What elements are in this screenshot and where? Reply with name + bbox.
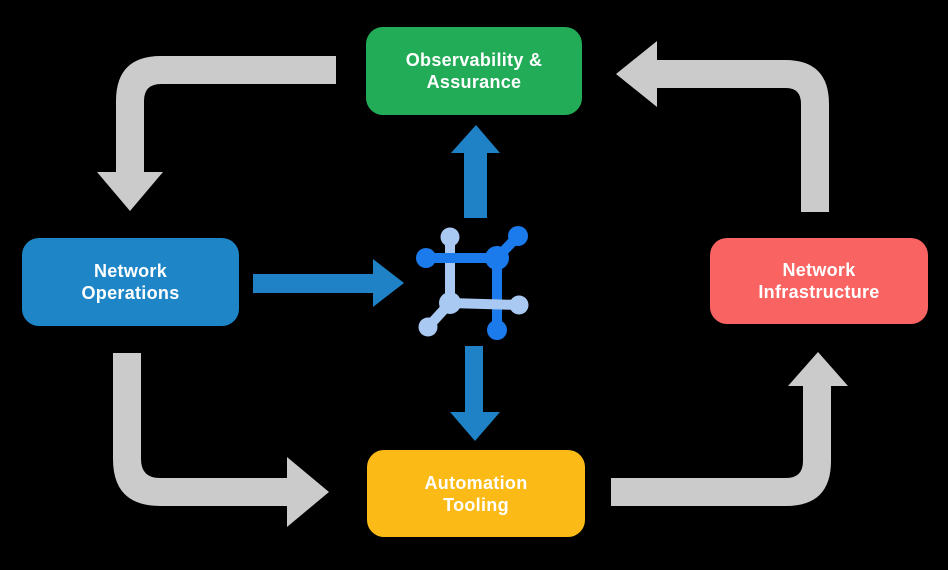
node-label-line: Tooling	[443, 494, 509, 515]
node-label-line: Operations	[81, 283, 180, 303]
node-observability-assurance: Observability & Assurance	[366, 27, 582, 115]
icon-dark-bottom-node	[487, 320, 507, 340]
icon-light-corner-node	[439, 292, 461, 314]
icon-light-top-node	[440, 227, 460, 247]
cycle-arrow-automation-to-infrastructure	[611, 352, 848, 506]
flow-arrow-center-to-observability	[451, 125, 500, 218]
cycle-arrow-operations-to-automation	[113, 353, 329, 527]
node-automation-tooling: Automation Tooling	[367, 450, 585, 537]
icon-light-horizontal-line	[445, 298, 524, 310]
cycle-arrow-observability-to-operations	[97, 56, 336, 211]
node-label-line: Observability &	[405, 50, 543, 70]
flow-arrow-operations-to-center	[253, 259, 404, 307]
icon-light-bottomleft-node	[418, 317, 438, 337]
node-label-line: Network	[93, 261, 168, 281]
node-label-line: Automation	[424, 472, 528, 493]
node-label-line: Assurance	[426, 72, 522, 92]
node-label-line: Network	[782, 260, 856, 280]
flow-arrow-center-to-automation	[450, 346, 500, 441]
node-network-operations: Network Operations	[22, 238, 239, 326]
node-network-infrastructure: Network Infrastructure	[710, 238, 928, 324]
node-label-line: Infrastructure	[758, 282, 880, 302]
icon-dark-corner-node	[485, 246, 509, 270]
network-mesh-icon	[416, 226, 529, 340]
icon-dark-topright-node	[508, 226, 528, 246]
icon-light-right-node	[509, 295, 529, 315]
icon-dark-left-node	[416, 248, 436, 268]
cycle-arrow-infrastructure-to-observability	[616, 41, 829, 212]
